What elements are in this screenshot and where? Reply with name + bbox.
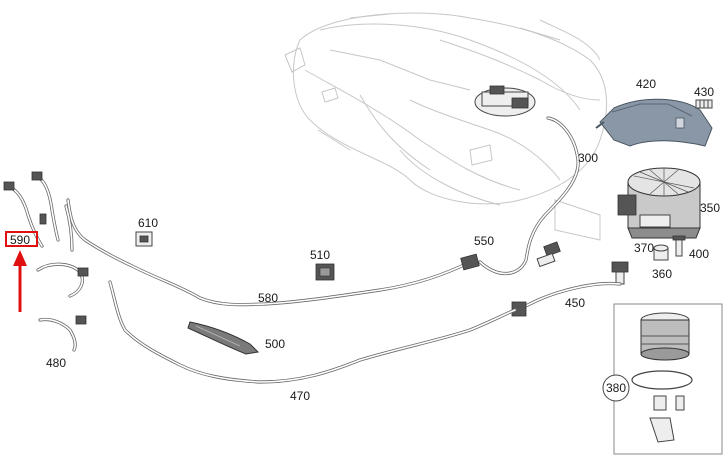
callout-450: 450	[565, 296, 585, 310]
hose-set-480	[36, 262, 89, 352]
callout-420: 420	[636, 77, 656, 91]
screw-400	[672, 235, 686, 257]
connector-at-300	[536, 241, 561, 268]
callout-470: 470	[290, 389, 310, 403]
callout-300: 300	[578, 151, 598, 165]
fuel-line-470	[108, 280, 517, 384]
callout-370: 370	[634, 241, 654, 255]
fuel-line-300	[478, 116, 580, 275]
callout-590: 590	[10, 233, 30, 247]
clip-510	[315, 263, 335, 281]
callout-610: 610	[138, 216, 158, 230]
clip-430	[695, 99, 713, 109]
vehicle-outline	[284, 12, 608, 241]
shield-500	[187, 321, 260, 355]
mounting-bracket-420	[595, 98, 713, 147]
callout-350: 350	[700, 201, 720, 215]
callout-580: 580	[258, 291, 278, 305]
inset-filter-380	[602, 303, 723, 455]
highlight-arrow	[13, 250, 27, 312]
callout-430: 430	[694, 85, 714, 99]
filter-assembly-350	[617, 167, 701, 239]
highlight-box	[5, 231, 38, 247]
callout-550: 550	[474, 234, 494, 248]
fuel-line-450	[511, 281, 622, 317]
connector-370	[611, 261, 629, 285]
callout-500: 500	[265, 337, 285, 351]
callout-400: 400	[689, 247, 709, 261]
callout-360: 360	[652, 267, 672, 281]
nut-360	[653, 244, 669, 261]
callout-380: 380	[606, 381, 626, 395]
callout-480: 480	[46, 356, 66, 370]
callout-510: 510	[310, 248, 330, 262]
clip-610	[135, 231, 153, 247]
fuel-line-580	[66, 198, 472, 307]
fuel-pump-module	[474, 85, 536, 117]
connector-550	[460, 253, 480, 271]
hose-set-590	[3, 171, 74, 252]
